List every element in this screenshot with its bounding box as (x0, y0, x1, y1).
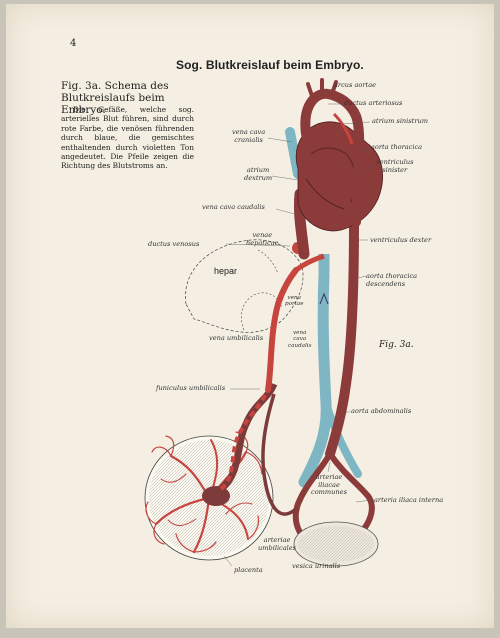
page-title: Sog. Blutkreislauf beim Embryo. (176, 58, 364, 72)
label-venae-hepaticae: venae hepaticae (246, 231, 279, 247)
heart-drawing (296, 78, 383, 232)
label-aorta-thoracica: aorta thoracica (371, 143, 423, 151)
caption-body: Die Gefäße, welche sog. arterielles Blut… (61, 105, 194, 171)
vena-umbilicalis-vessel (265, 267, 299, 393)
label-arcus-aortae: arcus aortae (334, 81, 377, 89)
label-aorta-thoracica-descendens: aorta thoracica descendens (366, 272, 418, 288)
label-ductus-venosus: ductus venosus (148, 240, 200, 248)
page: 4 Sog. Blutkreislauf beim Embryo. Fig. 3… (6, 4, 494, 628)
label-atrium-dextrum: atrium dextrum (244, 166, 273, 182)
figure-label: Fig. 3a. (379, 340, 414, 350)
label-arteriae-iliacae-communes: arteriae iliacae communes (311, 473, 347, 496)
vena-cava-cranialis-vessel (285, 127, 303, 179)
label-vena-cava-cranialis: vena cava cranialis (232, 128, 266, 144)
circulation-illustration (144, 78, 383, 567)
page-number: 4 (70, 38, 77, 49)
placenta-drawing (144, 431, 274, 561)
label-vena-cava-caudalis: vena cava caudalis (202, 203, 265, 211)
arcus-aortae-vessel (300, 88, 365, 227)
label-funiculus-umbilicalis: funiculus umbilicalis (156, 384, 226, 392)
label-ductus-arteriosus: ductus arteriosus (344, 99, 403, 107)
label-aorta-abdominalis: aorta abdominalis (351, 407, 412, 415)
umbilical-cord (218, 382, 278, 492)
liver-outline (185, 239, 304, 333)
label-ventriculus-sinister: ventriculus sinister (376, 158, 414, 174)
label-arteriae-umbilicales: arteriae umbilicales (258, 536, 297, 552)
label-arteria-iliaca-interna: arteria iliaca interna (374, 496, 444, 504)
label-ventriculus-dexter: ventriculus dexter (370, 236, 432, 244)
aorta-descendens-vessel (325, 219, 359, 459)
label-vena-cava-caudalis-inner: vena cava caudalis (288, 330, 312, 349)
label-atrium-sinistrum: atrium sinistrum (372, 117, 428, 125)
vena-cava-caudalis-vessel (298, 268, 332, 488)
label-hepar: hepar (214, 266, 238, 276)
label-vesica-urinalis: vesica urinalis (292, 562, 341, 570)
label-placenta: placenta (234, 566, 263, 574)
label-vena-umbilicalis: vena umbilicalis (209, 334, 264, 342)
caption-heading: Fig. 3a. Schema des Blutkreislaufs beim … (61, 80, 169, 116)
label-vena-portae: vena portae (285, 295, 304, 308)
arteriae-umbilicales-vessel (261, 393, 298, 516)
